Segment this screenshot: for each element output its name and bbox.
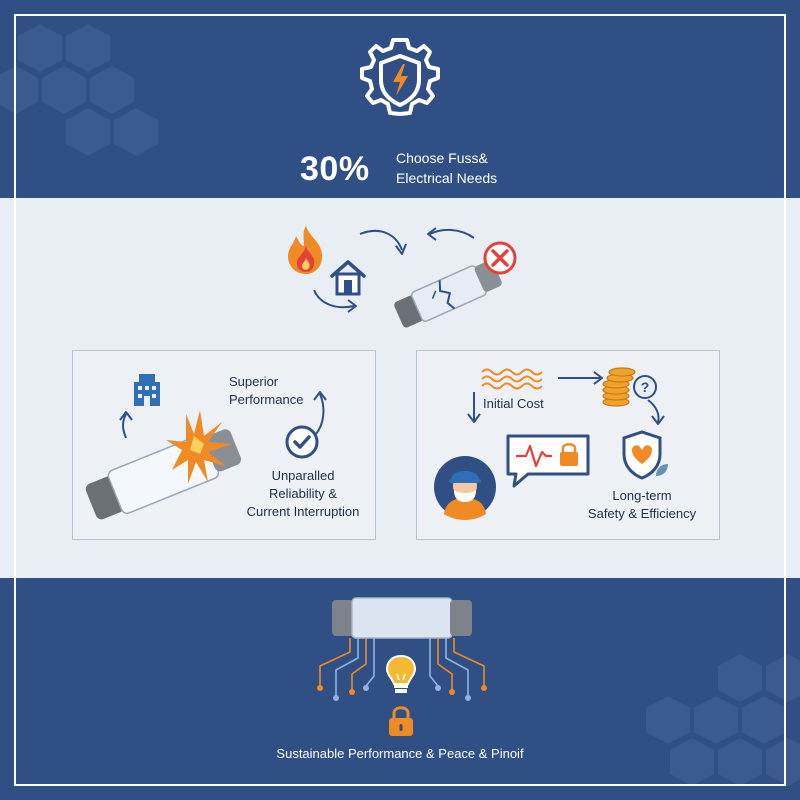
left-body-line2: Reliability & (269, 486, 337, 501)
left-panel-title: Superior Performance (229, 373, 303, 409)
stat-caption-line1: Choose Fuss& (396, 150, 488, 166)
coins-icon (602, 367, 636, 407)
fuse-icon (332, 597, 472, 639)
stat-row: 30% Choose Fuss& Electrical Needs (300, 146, 540, 190)
building-icon (134, 374, 160, 406)
hexagon-pattern-icon (646, 654, 800, 786)
house-icon (330, 260, 366, 296)
header-band: 30% Choose Fuss& Electrical Needs (0, 0, 800, 198)
wave-cost-icon (481, 368, 543, 390)
right-arrows-icon (467, 371, 665, 425)
initial-cost-label: Initial Cost (483, 396, 544, 411)
stat-caption-line2: Electrical Needs (396, 170, 498, 186)
error-x-icon (483, 241, 517, 275)
left-panel-body: Unparalled Reliability & Current Interru… (229, 467, 377, 521)
benefit-line1: Long-term (612, 488, 672, 503)
footer-caption: Sustainable Performance & Peace & Pinoif (276, 746, 524, 761)
left-body-line1: Unparalled (271, 468, 335, 483)
check-circle-icon (285, 425, 319, 459)
broken-fuse-icon (394, 260, 502, 328)
svg-text:?: ? (641, 379, 650, 395)
benefit-line2: Safety & Efficiency (587, 506, 697, 521)
circuit-lines-icon (317, 638, 487, 701)
shield-gear-icon (360, 38, 440, 116)
right-panel-benefit: Long-term Safety & Efficiency (567, 487, 717, 523)
padlock-icon (389, 706, 413, 736)
fire-icon (288, 226, 322, 274)
stat-percent: 30% (300, 150, 370, 188)
fuse-spark-icon (85, 410, 242, 520)
worker-avatar-icon (434, 456, 496, 520)
stat-caption: Choose Fuss& Electrical Needs (396, 148, 546, 188)
monitor-lock-icon (506, 434, 590, 488)
question-icon: ? (633, 375, 657, 399)
shield-heart-icon (622, 430, 668, 480)
left-arrows-icon (119, 391, 327, 439)
lightbulb-icon (385, 654, 417, 693)
left-title-line1: Superior (229, 374, 279, 389)
left-title-line2: Performance (229, 392, 304, 407)
left-body-line3: Current Interruption (246, 504, 360, 519)
flow-arrows-icon (313, 227, 475, 313)
hexagon-pattern-icon (0, 24, 158, 156)
